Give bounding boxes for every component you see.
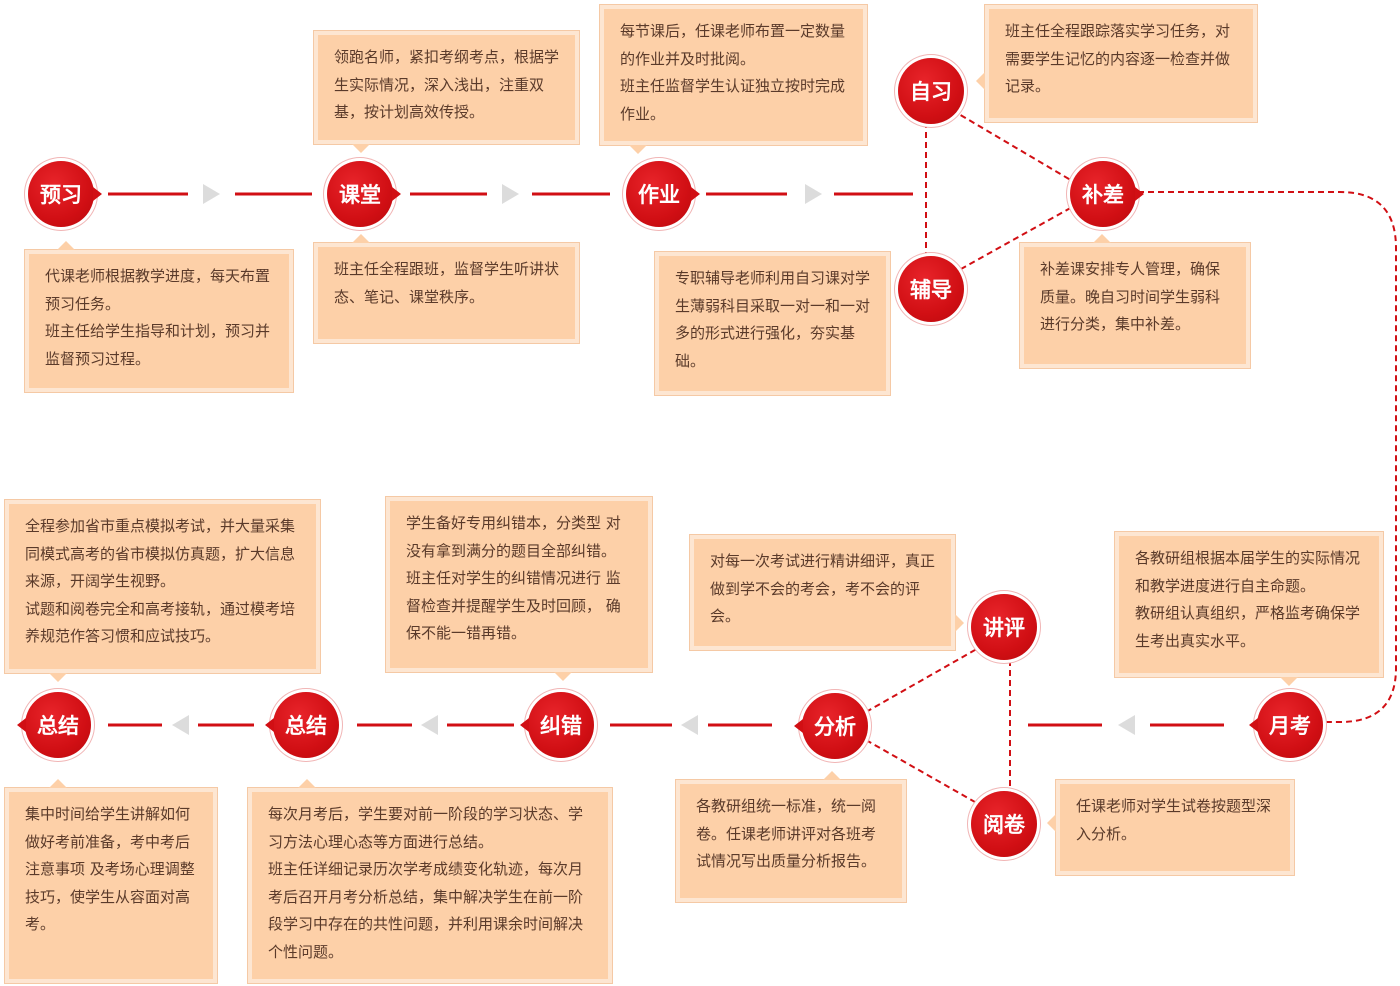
arrow-left-icon: [1118, 715, 1135, 735]
box-text: 每节课后，任课老师布置一定数量的作业并及时批阅。: [620, 22, 846, 68]
box-fudao: 专职辅导老师利用自习课对学生薄弱科目采取一对一和一对多的形式进行强化，夯实基础。: [655, 252, 890, 395]
node-zixi: 自习: [898, 58, 964, 124]
node-zongjie-2: 总结: [265, 692, 339, 758]
pointer: [629, 145, 647, 154]
box-jiucuo: 学生备好专用纠错本，分类型 对没有拿到满分的题目全部纠错。 班主任对学生的纠错情…: [386, 497, 652, 672]
arrow-left-icon: [421, 715, 438, 735]
box-text: 每次月考后，学生要对前一阶段的学习状态、学习方法心理心态等方面进行总结。: [268, 805, 584, 851]
box-yuxi: 代课老师根据教学进度，每天布置预习任务。 班主任给学生指导和计划，预习并监督预习…: [25, 250, 293, 392]
pointer: [352, 144, 370, 153]
node-yuekao: 月考: [1249, 692, 1323, 758]
box-zongjie-left: 集中时间给学生讲解如何做好考前准备，考中考后注意事项 及考场心理调整技巧，使学生…: [5, 788, 217, 983]
box-text: 班主任详细记录历次学考成绩变化轨迹，每次月考后召开月考分析总结，集中解决学生在前…: [268, 860, 584, 961]
box-text: 任课老师对学生试卷按题型深入分析。: [1076, 797, 1272, 843]
pointer: [976, 72, 985, 90]
box-ketang-top: 领跑名师，紧扣考纲考点，根据学生实际情况，深入浅出，注重双基，按计划高效传授。: [314, 31, 579, 144]
box-fenxi: 各教研组统一标准，统一阅卷。任课老师讲评对各班考试情况写出质量分析报告。: [676, 780, 906, 902]
box-text: 试题和阅卷完全和高考接轨，通过模考培养规范作答习惯和应试技巧。: [25, 599, 296, 646]
box-text: 补差课安排专人管理，确保质量。晚自习时间学生弱科进行分类，集中补差。: [1040, 260, 1221, 333]
node-jiucuo: 纠错: [520, 692, 594, 758]
pointer: [57, 241, 75, 250]
box-text: 教研组认真组织，严格监考确保学生考出真实水平。: [1135, 604, 1361, 650]
box-text: 班主任全程跟踪落实学习任务，对需要学生记忆的内容逐一检查并做记录。: [1005, 22, 1231, 95]
box-ketang-bottom: 班主任全程跟班，监督学生听讲状态、笔记、课堂秩序。: [314, 243, 579, 343]
box-zongjie-top: 全程参加省市重点模拟考试，并大量采集同模式高考的省市模拟仿真题，扩大信息来源，开…: [5, 500, 320, 673]
box-zixi: 班主任全程跟踪落实学习任务，对需要学生记忆的内容逐一检查并做记录。: [985, 5, 1257, 122]
node-yuejuan: 阅卷: [971, 791, 1037, 857]
pointer: [1047, 814, 1056, 832]
box-text: 学生备好专用纠错本，分类型 对没有拿到满分的题目全部纠错。: [406, 514, 621, 560]
node-fenxi: 分析: [794, 693, 868, 759]
arrow-right-icon: [502, 184, 519, 204]
node-yuxi: 预习: [28, 161, 102, 227]
box-text: 对每一次考试进行精讲细评，真正做到学不会的考会，考不会的评会。: [710, 552, 936, 625]
box-text: 班主任给学生指导和计划，预习并监督预习过程。: [45, 322, 271, 368]
pointer: [1093, 234, 1111, 243]
box-text: 全程参加省市重点模拟考试，并大量采集同模式高考的省市模拟仿真题，扩大信息来源，开…: [25, 517, 296, 590]
node-bucha: 补差: [1070, 161, 1144, 227]
arrow-left-icon: [172, 715, 189, 735]
node-zongjie-1: 总结: [17, 692, 91, 758]
box-zuoye: 每节课后，任课老师布置一定数量的作业并及时批阅。 班主任监督学生认证独立按时完成…: [600, 5, 867, 145]
pointer: [1280, 677, 1298, 686]
pointer: [823, 771, 841, 780]
node-zuoye: 作业: [626, 161, 700, 227]
box-text: 班主任全程跟班，监督学生听讲状态、笔记、课堂秩序。: [334, 260, 560, 306]
pointer: [49, 673, 67, 682]
box-bucha: 补差课安排专人管理，确保质量。晚自习时间学生弱科进行分类，集中补差。: [1020, 243, 1250, 368]
box-text: 专职辅导老师利用自习课对学生薄弱科目采取一对一和一对多的形式进行强化，夯实基础。: [675, 269, 871, 370]
box-text: 班主任对学生的纠错情况进行 监督检查并提醒学生及时回顾， 确保不能一错再错。: [406, 569, 621, 642]
node-jiangping: 讲评: [971, 594, 1037, 660]
pointer: [49, 779, 67, 788]
box-text: 各教研组根据本届学生的实际情况和教学进度进行自主命题。: [1135, 549, 1361, 595]
arrow-right-icon: [203, 184, 220, 204]
pointer: [298, 779, 316, 788]
pointer: [554, 672, 572, 681]
box-jiangping: 对每一次考试进行精讲细评，真正做到学不会的考会，考不会的评会。: [690, 535, 955, 650]
box-text: 代课老师根据教学进度，每天布置预习任务。: [45, 267, 271, 313]
box-text: 集中时间给学生讲解如何做好考前准备，考中考后注意事项 及考场心理调整技巧，使学生…: [25, 805, 195, 933]
box-text: 班主任监督学生认证独立按时完成作业。: [620, 77, 846, 123]
box-text: 领跑名师，紧扣考纲考点，根据学生实际情况，深入浅出，注重双基，按计划高效传授。: [334, 48, 560, 121]
box-yuekao: 各教研组根据本届学生的实际情况和教学进度进行自主命题。 教研组认真组织，严格监考…: [1115, 532, 1383, 677]
box-yuejuan: 任课老师对学生试卷按题型深入分析。: [1056, 780, 1294, 875]
box-text: 各教研组统一标准，统一阅卷。任课老师讲评对各班考试情况写出质量分析报告。: [696, 797, 877, 870]
pointer: [352, 234, 370, 243]
pointer: [955, 614, 964, 632]
arrow-left-icon: [681, 715, 698, 735]
box-zongjie-mid: 每次月考后，学生要对前一阶段的学习状态、学习方法心理心态等方面进行总结。 班主任…: [248, 788, 612, 983]
arrow-right-icon: [805, 184, 822, 204]
node-fudao: 辅导: [898, 256, 964, 322]
node-ketang: 课堂: [327, 161, 401, 227]
